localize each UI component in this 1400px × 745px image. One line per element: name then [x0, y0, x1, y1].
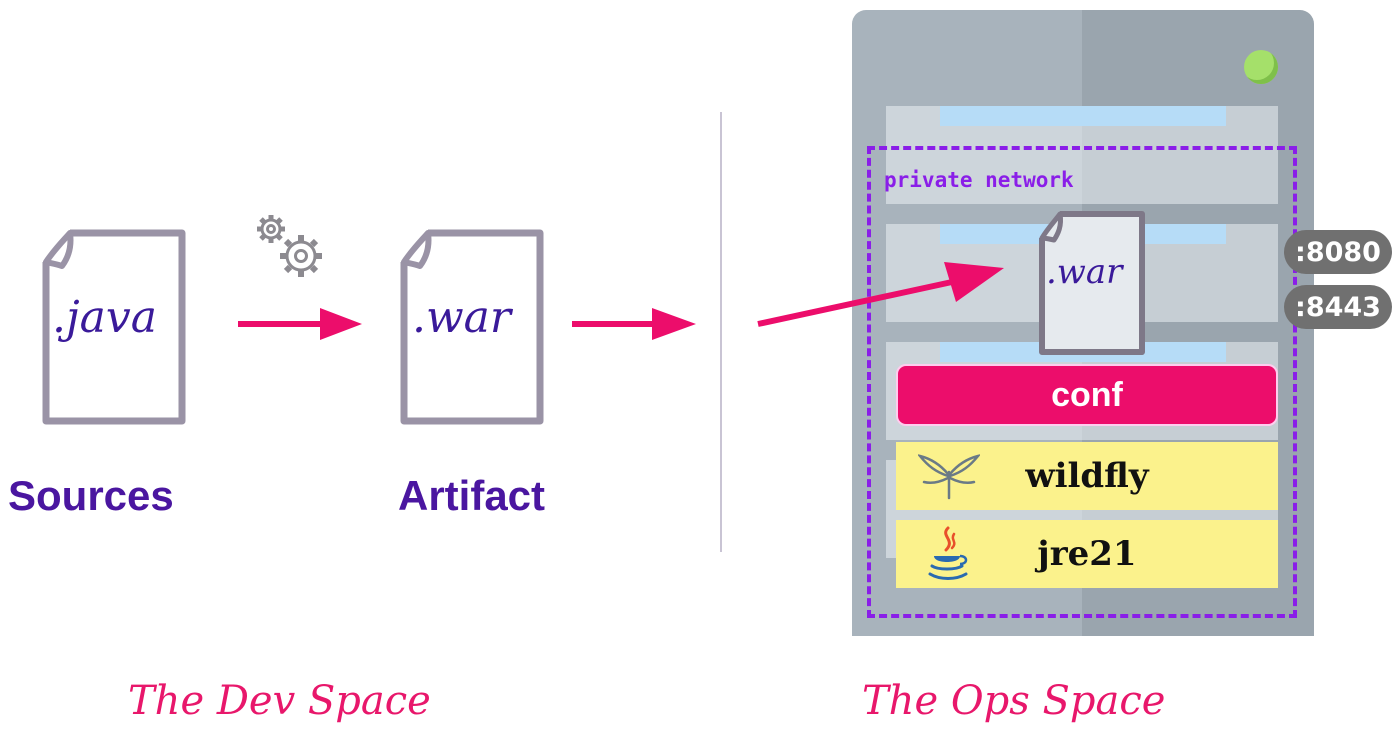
deployed-war-label: .war: [1046, 252, 1123, 292]
jre21-layer: jre21: [896, 520, 1278, 588]
conf-layer-label: conf: [1051, 375, 1123, 414]
artifact-label: Artifact: [398, 472, 546, 519]
jre21-layer-label: jre21: [1037, 534, 1137, 574]
build-arrow: [236, 306, 366, 342]
java-file-label: .java: [52, 292, 157, 343]
port-badge-8443: :8443: [1284, 285, 1392, 329]
wildfly-layer: wildfly: [896, 442, 1278, 510]
private-network-label: private network: [884, 168, 1074, 192]
wildfly-logo-icon: [916, 452, 982, 509]
dev-space-label: The Dev Space: [128, 678, 431, 724]
gears-icon: [254, 212, 330, 282]
conf-layer: conf: [896, 364, 1278, 426]
sources-label: Sources: [8, 472, 174, 519]
deploy-arrow: [752, 252, 1012, 332]
war-file-icon: .war: [398, 228, 546, 426]
space-divider: [720, 112, 722, 552]
java-file-icon: .java: [40, 228, 188, 426]
private-network-box: [867, 146, 1297, 618]
server-status-led: [1244, 50, 1278, 84]
port-badge-8080: :8080: [1284, 230, 1392, 274]
deployed-war-file-icon: .war: [1036, 210, 1148, 356]
war-file-label: .war: [412, 292, 511, 343]
java-logo-icon: [926, 526, 970, 591]
wildfly-layer-label: wildfly: [1025, 456, 1149, 496]
ship-arrow: [570, 306, 700, 342]
ops-space-label: The Ops Space: [862, 678, 1166, 724]
